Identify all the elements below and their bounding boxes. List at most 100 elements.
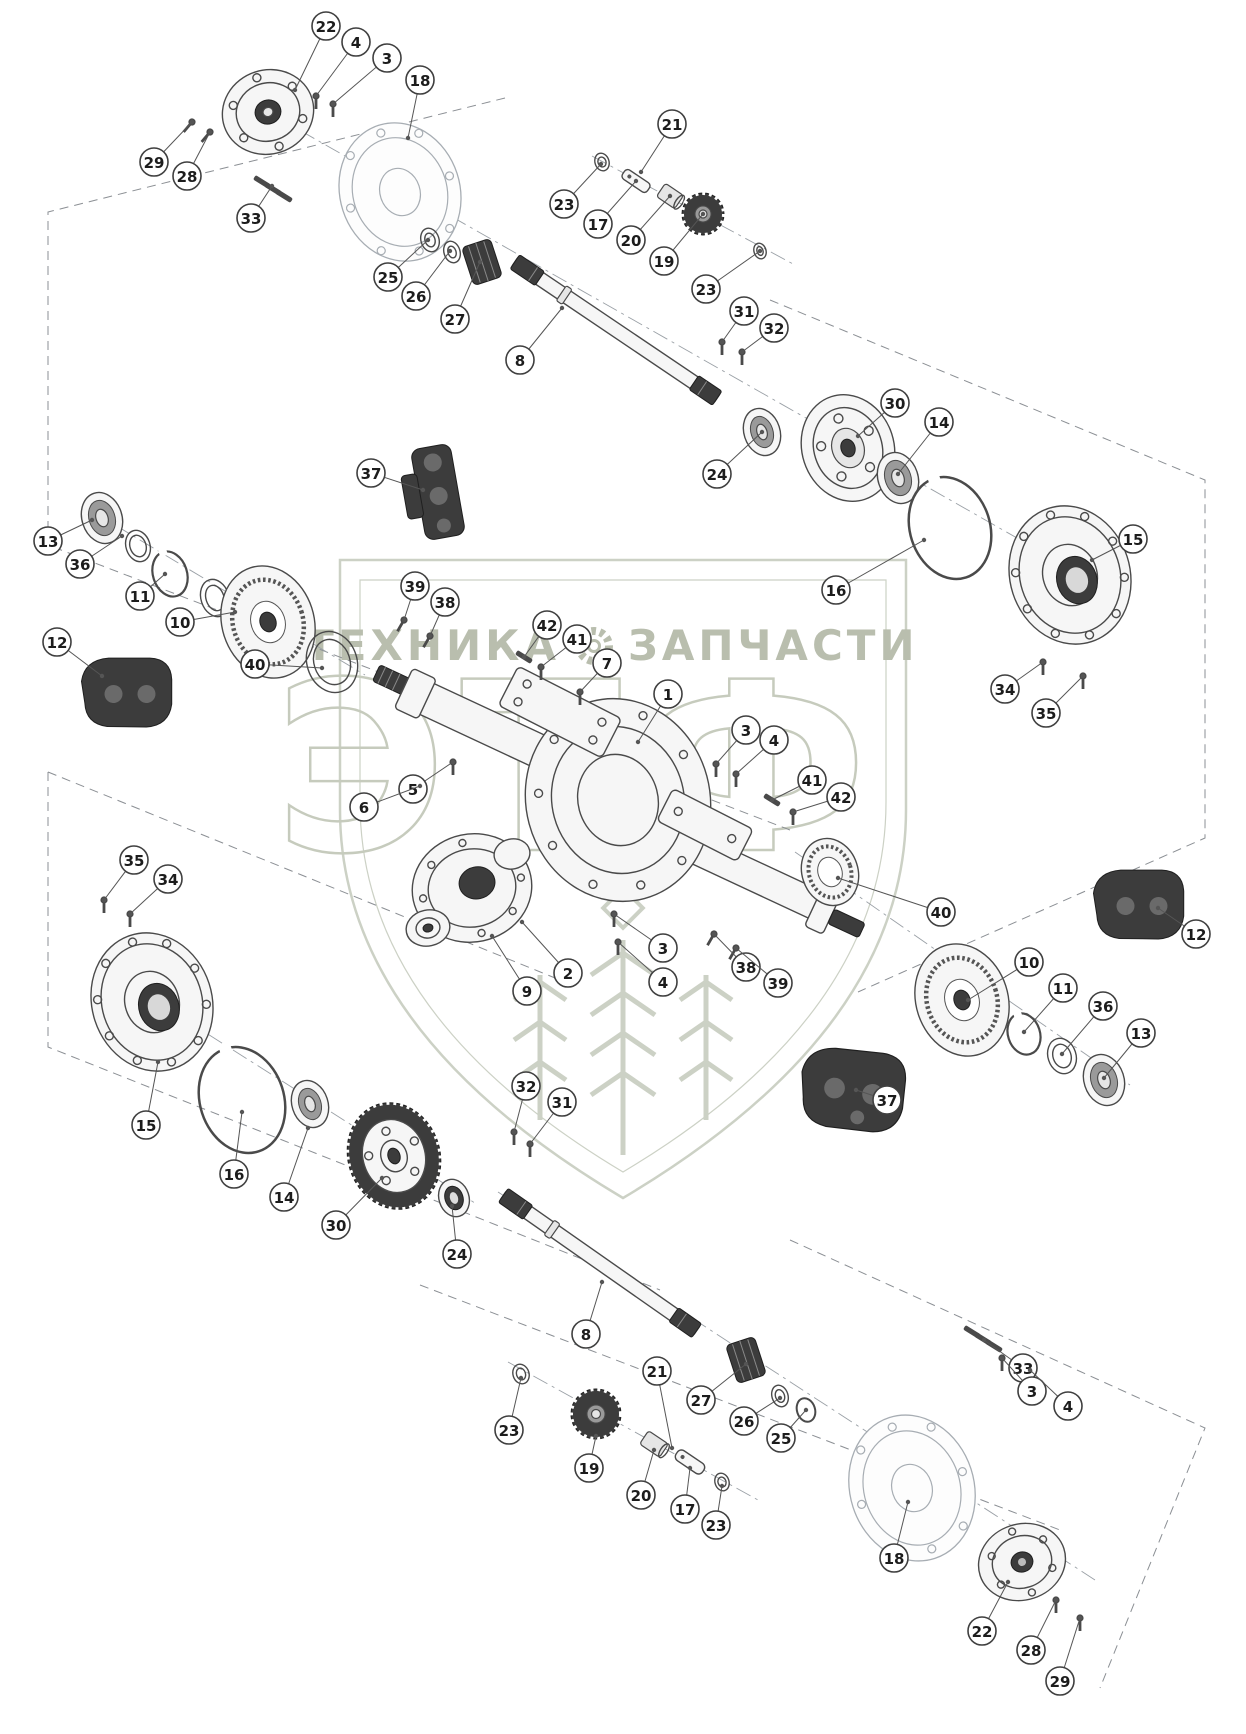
callout-circle [731, 715, 761, 745]
callout-34: 34 [990, 659, 1046, 704]
callout-circle [442, 1239, 472, 1269]
callout-30: 30 [321, 1175, 385, 1240]
callout-circle [1126, 1018, 1156, 1048]
callout-number: 23 [706, 1517, 727, 1535]
callout-number: 42 [831, 789, 852, 807]
callout-leader-dot [598, 161, 604, 167]
callout-35: 35 [1031, 673, 1086, 728]
callout-number: 31 [552, 1094, 573, 1112]
callout-leader-dot [611, 911, 617, 917]
callout-leader-dot [401, 617, 407, 623]
callout-27: 27 [686, 1361, 749, 1415]
callout-number: 9 [522, 983, 532, 1001]
callout-circle [729, 296, 759, 326]
callout-circle [1031, 698, 1061, 728]
callout-number: 23 [499, 1422, 520, 1440]
callout-number: 39 [405, 578, 426, 596]
callout-18: 18 [405, 65, 435, 141]
callout-leader-dot [1021, 1029, 1027, 1035]
callout-circle [1053, 1391, 1083, 1421]
callout-number: 1 [663, 686, 673, 704]
callout-circle [1045, 1666, 1075, 1696]
callout-31: 31 [527, 1087, 577, 1147]
callout-circle [616, 225, 646, 255]
callout-circle [153, 864, 183, 894]
callout-number: 14 [274, 1189, 295, 1207]
callout-leader-dot [593, 1433, 599, 1439]
callout-leader-dot [633, 178, 639, 184]
callout-leader-dot [119, 533, 125, 539]
callout-circle [42, 627, 72, 657]
callout-leader-dot [127, 911, 133, 917]
washer [770, 1384, 790, 1408]
brake-disc-right [914, 943, 1010, 1057]
callout-leader-dot [527, 1141, 533, 1147]
callout-19: 19 [649, 211, 706, 276]
watermark-brand-right: ЗАПЧАСТИ [628, 621, 919, 670]
callout-number: 32 [764, 320, 785, 338]
callout-number: 25 [771, 1430, 792, 1448]
callout-leader-dot [733, 771, 739, 777]
callout-leader-dot [713, 761, 719, 767]
callout-circle [967, 1616, 997, 1646]
callout-number: 5 [408, 781, 418, 799]
bushing [640, 1431, 670, 1459]
callout-number: 20 [621, 232, 642, 250]
callout-23: 23 [494, 1375, 524, 1445]
wheel-studs-top [252, 175, 294, 203]
callout-34: 34 [127, 864, 183, 917]
callout-number: 24 [707, 466, 728, 484]
callout-circle [311, 11, 341, 41]
callout-3: 3 [713, 715, 761, 767]
callout-circle [549, 189, 579, 219]
callout-circle [926, 897, 956, 927]
callout-number: 34 [995, 681, 1016, 699]
callout-number: 35 [124, 852, 145, 870]
callout-leader-dot [905, 1499, 911, 1505]
callout-leader-dot [521, 654, 527, 660]
callout-33: 33 [236, 183, 275, 233]
callout-leader-dot [162, 571, 168, 577]
callout-number: 12 [47, 634, 68, 652]
callout-leader-dot [999, 1355, 1005, 1361]
callout-14: 14 [895, 407, 954, 477]
callout-leader-dot [239, 1109, 245, 1115]
callout-number: 3 [658, 940, 668, 958]
callout-leader-dot [669, 1445, 675, 1451]
callout-number: 16 [826, 582, 847, 600]
callout-40: 40 [835, 875, 956, 927]
wheel-hub-left [90, 932, 214, 1072]
callout-leader-dot [269, 183, 275, 189]
callout-leader-dot [638, 169, 644, 175]
callout-number: 11 [1053, 980, 1074, 998]
callout-leader-dot [519, 919, 525, 925]
callout-leader-dot [719, 1483, 725, 1489]
callout-number: 22 [316, 18, 337, 36]
callout-number: 30 [326, 1217, 347, 1235]
callout-number: 3 [1027, 1383, 1037, 1401]
retainer-ring [124, 529, 152, 563]
callout-8: 8 [505, 305, 565, 375]
washer [714, 1472, 730, 1492]
callout-circle [653, 679, 683, 709]
callout-circle [400, 571, 430, 601]
callout-25: 25 [373, 237, 431, 292]
callout-19: 19 [574, 1433, 604, 1483]
callout-39: 39 [400, 571, 430, 623]
callout-circle [880, 388, 910, 418]
callout-number: 17 [675, 1501, 696, 1519]
callout-circle [33, 526, 63, 556]
washer [594, 152, 610, 172]
callout-4: 4 [313, 27, 371, 99]
callout-number: 29 [144, 154, 165, 172]
callout-circle [657, 109, 687, 139]
callout-circle [511, 1071, 541, 1101]
callout-leader-dot [790, 809, 796, 815]
callout-31: 31 [719, 296, 759, 345]
callout-circle [125, 581, 155, 611]
callout-leader-dot [518, 1375, 524, 1381]
callout-23: 23 [691, 248, 763, 304]
callout-leader-dot [450, 759, 456, 765]
callout-7: 7 [577, 648, 622, 695]
